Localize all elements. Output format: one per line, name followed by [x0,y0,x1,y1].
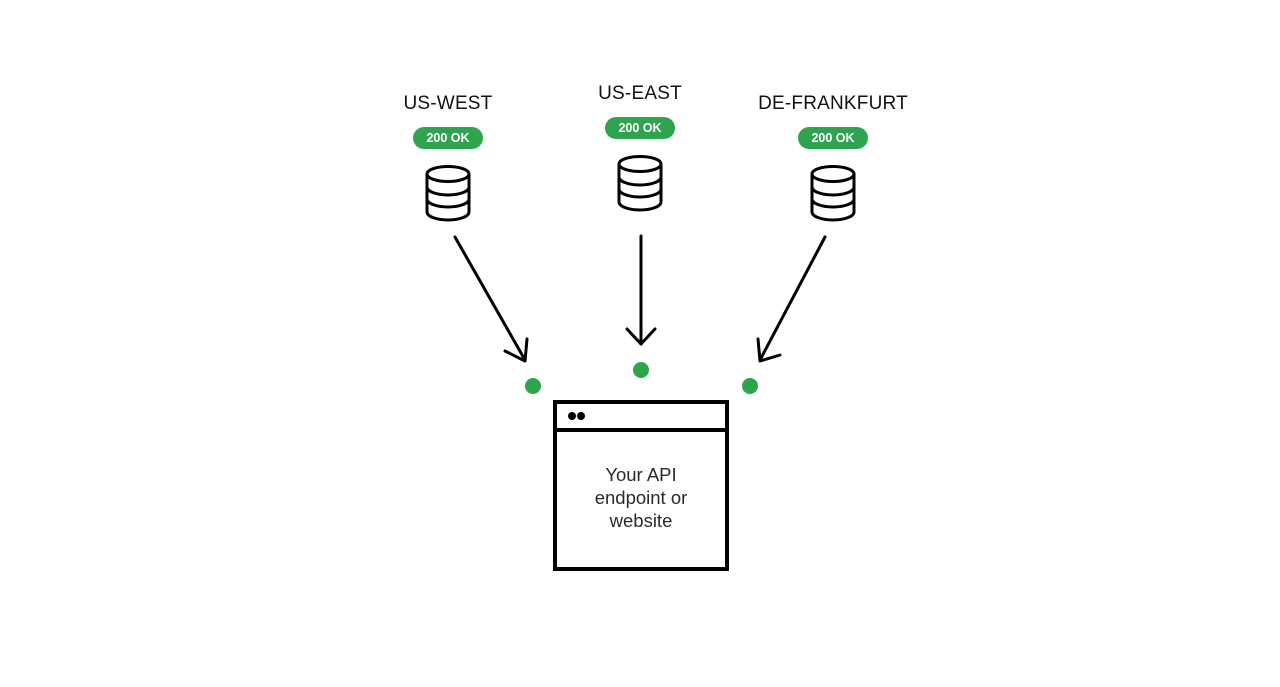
status-dot-us-west [525,378,541,394]
arrow-us-west [453,235,529,363]
arrow-us-east [625,234,657,346]
status-badge: 200 OK [605,117,675,139]
region-name: US-EAST [598,83,682,104]
window-dot [577,412,585,420]
region-de-frankfurt: DE-FRANKFURT 200 OK [723,93,943,223]
status-dot-de-frankfurt [742,378,758,394]
region-name: DE-FRANKFURT [758,93,908,114]
region-us-west: US-WEST 200 OK [338,93,558,223]
arrow-de-frankfurt [756,235,827,363]
status-badge: 200 OK [413,127,483,149]
browser-content: Your API endpoint or website [557,432,725,567]
status-dot-us-east [633,362,649,378]
database-icon [617,155,663,212]
database-icon [810,165,856,222]
browser-titlebar [557,404,725,432]
database-icon [425,165,471,222]
browser-window-icon: Your API endpoint or website [553,400,729,571]
status-badge: 200 OK [798,127,868,149]
window-dot [568,412,576,420]
region-us-east: US-EAST 200 OK [530,83,750,213]
region-name: US-WEST [403,93,493,114]
endpoint-label: Your API endpoint or website [594,464,688,531]
